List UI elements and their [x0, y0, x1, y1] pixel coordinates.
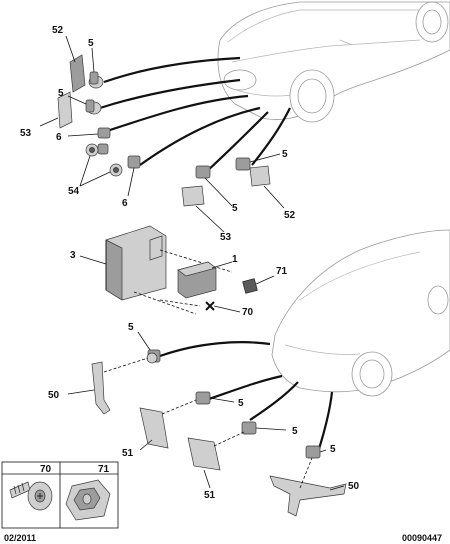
- sensor-bracket-51-b: [187, 431, 245, 489]
- sensor-bracket-50-right: [269, 457, 347, 517]
- callout-6-a: 6: [56, 132, 62, 143]
- diagram-reference-number: 00090447: [402, 533, 442, 543]
- grommet-54-b: [79, 155, 123, 187]
- sensor-6-lower: [127, 155, 141, 197]
- callout-51-b: 51: [204, 490, 216, 501]
- sensor-5-top: [88, 47, 104, 89]
- callout-1: 1: [232, 254, 238, 265]
- callout-71: 71: [276, 266, 288, 277]
- sensor-5-right: [235, 153, 281, 171]
- screw-70-symbol: [205, 301, 241, 313]
- callout-53-mid: 53: [220, 232, 232, 243]
- callout-52-top: 52: [52, 25, 64, 36]
- callout-50-left: 50: [48, 390, 60, 401]
- sensor-bracket-50-left: [67, 357, 149, 415]
- sensor-6-upper: [67, 127, 111, 139]
- sensor-bracket-53-center: [181, 185, 225, 233]
- callout-labels: 52 5 5 53 6 54 6 5 5 53 52 3 1 71 70 5 5…: [20, 25, 360, 501]
- sensor-5-center: [195, 165, 233, 207]
- callout-5-b: 5: [58, 88, 64, 99]
- callout-5-e: 5: [128, 322, 134, 333]
- sensor-5-rear-right: [305, 445, 327, 459]
- callout-5-c: 5: [282, 149, 288, 160]
- callout-52-right: 52: [284, 210, 296, 221]
- diagram-date: 02/2011: [4, 533, 36, 543]
- nut-71-icon: [65, 479, 111, 521]
- callout-50-right: 50: [348, 481, 360, 492]
- grommet-54-a: [85, 143, 109, 157]
- fastener-legend: 70 71: [1, 461, 119, 529]
- callout-5-g: 5: [292, 426, 298, 437]
- wiring-harness: [99, 56, 334, 453]
- sensor-bracket-51-a: [139, 399, 197, 451]
- screw-70-icon: [9, 481, 53, 511]
- control-unit-assembly: [79, 225, 233, 315]
- legend-label-70: 70: [40, 464, 52, 475]
- front-car-illustration: [217, 1, 450, 123]
- sensor-5-rear-third: [241, 421, 287, 435]
- sensor-bracket-52-top: [65, 35, 86, 93]
- nut-71-symbol: [242, 275, 275, 294]
- callout-5-d: 5: [232, 203, 238, 214]
- sensor-5-rear-top: [137, 331, 161, 364]
- callout-5-a: 5: [88, 38, 94, 49]
- sensor-bracket-53-left: [39, 91, 73, 129]
- rear-car-illustration: [271, 229, 450, 397]
- callout-51-a: 51: [122, 448, 134, 459]
- sensor-5-second: [67, 95, 102, 115]
- callout-70: 70: [242, 307, 254, 318]
- sensor-5-rear-second: [195, 391, 235, 405]
- callout-6-b: 6: [122, 198, 128, 209]
- callout-54: 54: [68, 186, 80, 197]
- callout-5-f: 5: [238, 398, 244, 409]
- callout-5-h: 5: [330, 444, 336, 455]
- sensor-bracket-52-right: [249, 165, 285, 209]
- callout-53-left: 53: [20, 128, 32, 139]
- module-1: [177, 261, 233, 299]
- legend-label-71: 71: [98, 464, 110, 475]
- callout-3: 3: [70, 250, 76, 261]
